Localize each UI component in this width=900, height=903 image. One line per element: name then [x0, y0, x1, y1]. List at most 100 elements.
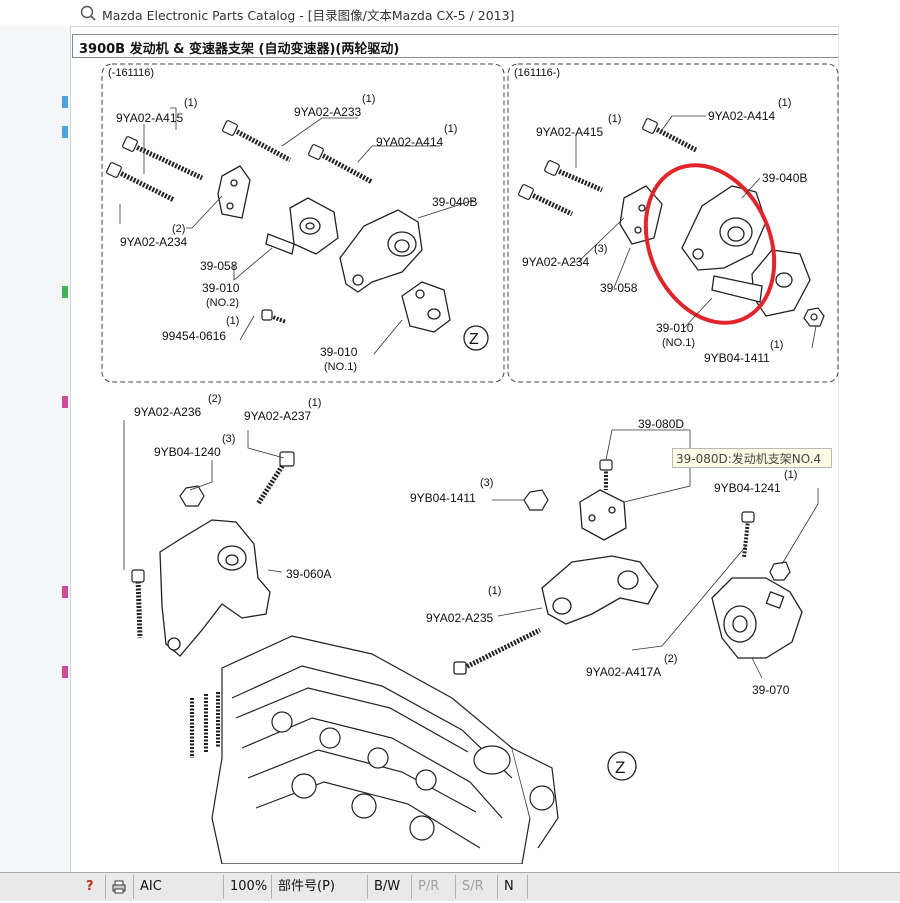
lower-nut-9yb04-1411[interactable] [523, 489, 549, 511]
right-bolt-a234[interactable] [518, 184, 574, 217]
callout-r-39-010[interactable]: 39-010 [656, 321, 694, 335]
right-bolt-a414[interactable] [642, 118, 698, 153]
highlight-circle [643, 163, 777, 325]
right-bracket-39-058[interactable] [619, 185, 663, 245]
callout-r-39-010-qty: (NO.1) [662, 337, 695, 349]
lower-link-a235[interactable] [453, 555, 659, 675]
callout-l-a234[interactable]: 9YA02-A234 [120, 235, 187, 249]
callout-9yb04-1411-qty: (3) [480, 477, 493, 489]
lower-nut-9yb04-1241[interactable] [769, 561, 791, 581]
pr-button[interactable]: P/R [412, 875, 456, 899]
part-number-button[interactable]: 部件号(P) [272, 875, 368, 899]
callout-l-a415-qty: (1) [184, 97, 197, 109]
callout-l-a414-qty: (1) [444, 123, 457, 135]
callout-r-a415-qty: (1) [608, 113, 621, 125]
callout-r-a415[interactable]: 9YA02-A415 [536, 125, 603, 139]
part-tooltip: 39-080D:发动机支架NO.4 [672, 448, 832, 468]
callout-9yb04-1241[interactable]: 9YB04-1241 [714, 481, 781, 495]
left-zone-letter: Z [469, 331, 479, 348]
callout-r-39-058[interactable]: 39-058 [600, 281, 638, 295]
bw-button[interactable]: B/W [368, 875, 412, 899]
callout-l-a415[interactable]: 9YA02-A415 [116, 111, 183, 125]
zoom-level[interactable]: 100% [224, 875, 272, 899]
strip-marker [62, 396, 68, 408]
left-panel-strip [0, 26, 71, 872]
left-bolt-a414[interactable] [308, 144, 374, 185]
left-panel-frame [101, 63, 505, 383]
left-range-label: (-161116) [108, 67, 154, 79]
print-button[interactable] [106, 875, 134, 899]
callout-l-a233[interactable]: 9YA02-A233 [294, 105, 361, 119]
lower-bolt-a237[interactable] [255, 451, 295, 506]
strip-marker [62, 666, 68, 678]
strip-marker [62, 286, 68, 298]
callout-r-a414-qty: (1) [778, 97, 791, 109]
callout-a417a[interactable]: 9YA02-A417A [586, 665, 661, 679]
callout-39-060a[interactable]: 39-060A [286, 567, 331, 581]
left-leader-lines [119, 107, 475, 355]
right-mount-39-040b[interactable] [681, 185, 767, 271]
right-edge-panel [838, 26, 900, 872]
callout-l-39-058[interactable]: 39-058 [200, 259, 238, 273]
n-button[interactable]: N [498, 875, 528, 899]
parts-diagram[interactable]: (-161116) (161116-) [72, 58, 900, 864]
callout-a235[interactable]: 9YA02-A235 [426, 611, 493, 625]
left-bolt-a233[interactable] [222, 120, 292, 163]
callout-a236[interactable]: 9YA02-A236 [134, 405, 201, 419]
callout-a237-qty: (1) [308, 397, 321, 409]
lower-bracket-39-080d[interactable] [579, 489, 627, 541]
callout-r-9yb04-1411-qty: (1) [770, 339, 783, 351]
left-mount-39-010-no1[interactable] [401, 281, 451, 333]
status-bar: ? AIC 100% 部件号(P) B/W P/R S/R N [0, 872, 900, 901]
section-header: 3900B 发动机 & 变速器支架 (自动变速器)(两轮驱动) [72, 34, 840, 58]
left-small-bolt-99454[interactable] [261, 309, 287, 324]
callout-l-a414[interactable]: 9YA02-A414 [376, 135, 443, 149]
aic-field[interactable]: AIC [134, 875, 224, 899]
right-nut-9yb04-1411[interactable] [803, 307, 825, 327]
callout-l-39-010-no1[interactable]: 39-010 [320, 345, 358, 359]
strip-marker [62, 96, 68, 108]
engine-block-illustration [190, 635, 559, 864]
callout-a236-qty: (2) [208, 393, 221, 405]
callout-l-39-010-no1-qty: (NO.1) [324, 361, 357, 373]
left-bracket-39-058[interactable] [217, 165, 251, 219]
left-bolt-a234[interactable] [106, 162, 176, 203]
callout-9yb04-1411[interactable]: 9YB04-1411 [410, 491, 476, 505]
left-mount-39-010-no2[interactable] [265, 197, 339, 255]
strip-marker [62, 126, 68, 138]
right-bolt-a415[interactable] [544, 160, 603, 193]
callout-l-99454-qty: (1) [226, 315, 239, 327]
callout-9yb04-1241-qty: (1) [784, 469, 797, 481]
lower-nut-9yb04-1240[interactable] [179, 485, 205, 507]
callout-l-a233-qty: (1) [362, 93, 375, 105]
lower-bolt-small-080d[interactable] [599, 459, 613, 490]
left-mount-39-040b[interactable] [339, 209, 423, 293]
lower-mount-39-060a[interactable] [159, 519, 271, 657]
callout-r-39-040b[interactable]: 39-040B [762, 171, 807, 185]
lower-zone-circle [607, 751, 637, 781]
callout-r-9yb04-1411[interactable]: 9YB04-1411 [704, 351, 770, 365]
callout-l-99454[interactable]: 99454-0616 [162, 329, 226, 343]
callout-39-070[interactable]: 39-070 [752, 683, 790, 697]
strip-marker [62, 586, 68, 598]
callout-39-080d[interactable]: 39-080D [638, 417, 684, 431]
callout-a417a-qty: (2) [664, 653, 677, 665]
callout-l-39-040b[interactable]: 39-040B [432, 195, 477, 209]
title-bar: Mazda Electronic Parts Catalog - [目录图像/文… [0, 0, 900, 27]
lower-bolt-a236[interactable] [131, 569, 145, 639]
lower-bolt-a417a[interactable] [741, 511, 755, 559]
callout-9yb04-1240[interactable]: 9YB04-1240 [154, 445, 221, 459]
left-bolt-a415[interactable] [122, 136, 204, 181]
sr-button[interactable]: S/R [456, 875, 498, 899]
right-range-label: (161116-) [514, 67, 560, 79]
callout-a237[interactable]: 9YA02-A237 [244, 409, 311, 423]
callout-r-a414[interactable]: 9YA02-A414 [708, 109, 775, 123]
callout-l-a234-qty: (2) [172, 223, 185, 235]
section-title: 3900B 发动机 & 变速器支架 (自动变速器)(两轮驱动) [79, 42, 400, 57]
lower-mount-39-070[interactable] [711, 577, 803, 659]
help-button[interactable]: ? [80, 875, 106, 899]
callout-r-a234[interactable]: 9YA02-A234 [522, 255, 589, 269]
catalog-app-icon [80, 5, 96, 21]
callout-l-39-010-no2[interactable]: 39-010 [202, 281, 240, 295]
right-panel-frame [507, 63, 839, 383]
